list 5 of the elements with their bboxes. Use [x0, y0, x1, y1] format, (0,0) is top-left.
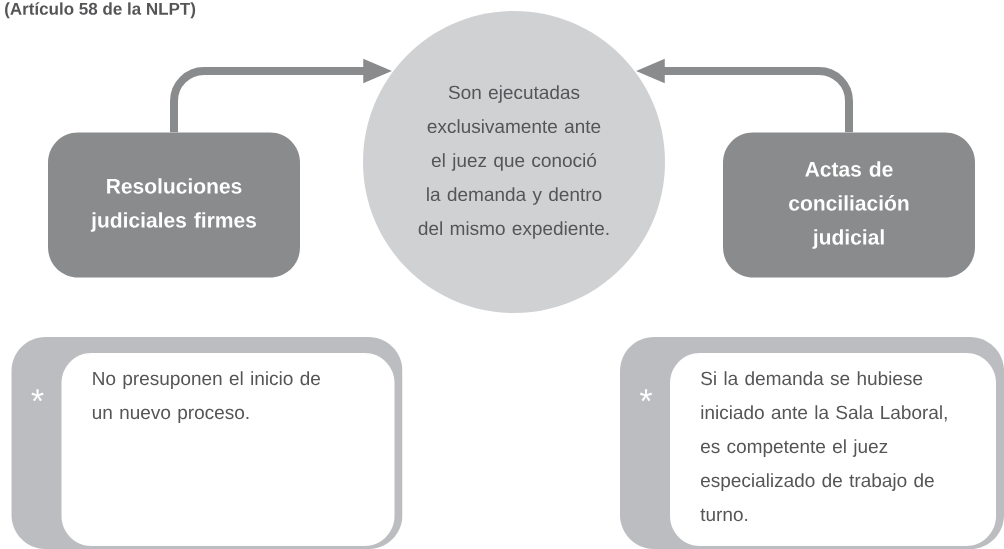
process-box: Resoluciones judiciales firmes — [48, 132, 300, 278]
title: (Artículo 58 de la NLPT) — [5, 2, 196, 19]
note-card: * Si la demanda se hubiese iniciado ante la Sala Laboral, es competente el juez especializado de trabajo de turno. — [620, 337, 1004, 549]
process-box: Actas de conciliación judicial — [723, 132, 975, 278]
note-card: * No presuponen el inicio de un nuevo proceso. — [11, 337, 403, 549]
